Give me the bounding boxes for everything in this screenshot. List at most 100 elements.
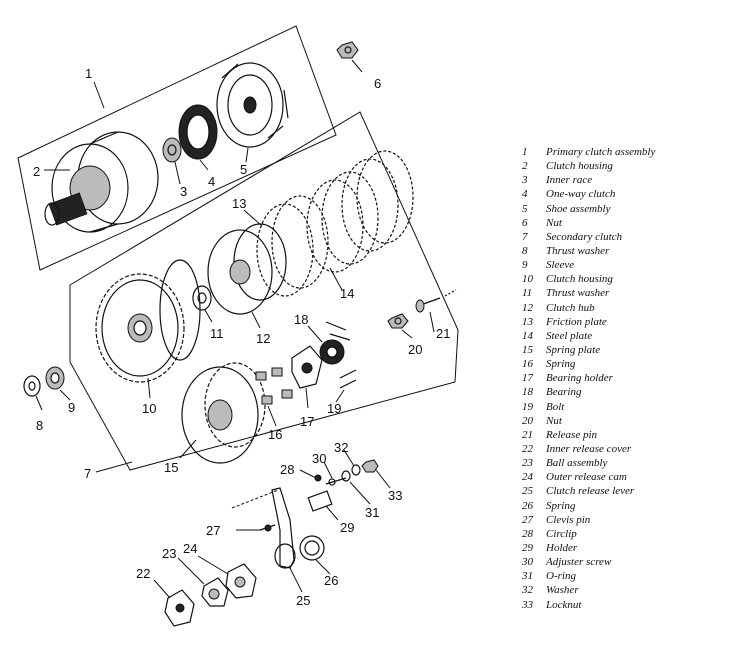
springs-part-16 (255, 367, 293, 405)
callout-14: 14 (340, 286, 354, 301)
clevis-pin-part (259, 524, 276, 532)
legend-number: 10 (522, 273, 533, 286)
callout-3: 3 (180, 184, 187, 199)
legend-label: Locknut (546, 598, 582, 611)
thrust-washer-part-8 (23, 375, 41, 397)
legend-number: 3 (522, 174, 528, 187)
callout-9: 9 (68, 400, 75, 415)
legend-number: 22 (522, 442, 533, 455)
legend-label: Adjuster screw (546, 556, 612, 569)
legend-label: Secondary clutch (546, 230, 623, 243)
one-way-clutch-part (178, 104, 218, 160)
callout-8: 8 (36, 418, 43, 433)
legend-number: 17 (522, 372, 533, 385)
leader-lines (35, 59, 435, 599)
legend-label: One-way clutch (546, 188, 616, 201)
release-axis-line (231, 489, 279, 509)
legend-label: Shoe assembly (546, 202, 611, 215)
legend-number: 9 (522, 259, 528, 272)
secondary-clutch-housing-part (95, 259, 201, 383)
legend-label: Bearing holder (546, 372, 613, 385)
callout-27: 27 (206, 523, 220, 538)
legend-label: Clutch hub (546, 301, 595, 314)
callout-24: 24 (183, 541, 197, 556)
callout-4: 4 (208, 174, 215, 189)
legend-label: O-ring (546, 570, 576, 583)
locknut-part (361, 459, 379, 473)
legend-label: Clutch release lever (546, 485, 635, 498)
legend-number: 32 (522, 584, 533, 597)
release-pin-part (415, 289, 457, 313)
callout-13: 13 (232, 196, 246, 211)
callout-5: 5 (240, 162, 247, 177)
callout-22: 22 (136, 566, 150, 581)
legend-label: Sleeve (546, 259, 575, 272)
legend-row: 18 Bearing (522, 385, 742, 399)
legend-number: 8 (522, 244, 528, 257)
washer-part-32 (351, 464, 361, 476)
legend-number: 16 (522, 358, 533, 371)
bearing-holder-part (291, 345, 323, 389)
legend-number: 27 (522, 513, 533, 526)
legend-label: Clevis pin (546, 513, 591, 526)
legend-label: Bearing (546, 386, 582, 399)
legend-number: 18 (522, 386, 533, 399)
callout-31: 31 (365, 505, 379, 520)
callout-25: 25 (296, 593, 310, 608)
legend-label: Nut (546, 414, 562, 427)
legend-label: Spring (546, 499, 576, 512)
ball-assembly-part (201, 577, 229, 607)
legend-row: 16 Spring (522, 357, 742, 371)
spring-plate-part (181, 362, 266, 464)
legend-number: 13 (522, 315, 533, 328)
callout-32: 32 (334, 440, 348, 455)
bearing-part (319, 339, 345, 365)
legend-label: Spring (546, 358, 576, 371)
callout-30: 30 (312, 451, 326, 466)
callout-28: 28 (280, 462, 294, 477)
thrust-washer-part-11 (192, 285, 212, 311)
callout-26: 26 (324, 573, 338, 588)
legend-number: 30 (522, 556, 533, 569)
legend-label: Clutch housing (546, 160, 613, 173)
callout-12: 12 (256, 331, 270, 346)
holder-part (307, 490, 333, 512)
clutch-release-lever-part (271, 487, 296, 569)
sleeve-part-9 (45, 366, 65, 390)
callout-17: 17 (300, 414, 314, 429)
legend-label: Release pin (546, 428, 598, 441)
legend-number: 11 (522, 287, 533, 300)
callout-15: 15 (164, 460, 178, 475)
callout-10: 10 (142, 401, 156, 416)
callout-33: 33 (388, 488, 402, 503)
legend-number: 5 (522, 202, 528, 215)
legend-number: 29 (522, 541, 533, 554)
legend-number: 23 (522, 457, 533, 470)
legend-label: Ball assembly (546, 457, 608, 470)
legend-label: Steel plate (546, 329, 593, 342)
legend-number: 24 (522, 471, 533, 484)
outer-release-cam-part (225, 563, 257, 599)
legend-number: 33 (522, 598, 533, 611)
primary-clutch-housing-part (44, 131, 159, 233)
callout-6: 6 (374, 76, 381, 91)
legend-label: Circlip (546, 527, 577, 540)
legend-number: 28 (522, 527, 533, 540)
legend-row: 28 Circlip (522, 527, 742, 541)
legend-row: 27 Clevis pin (522, 513, 742, 527)
legend-number: 4 (522, 188, 528, 201)
